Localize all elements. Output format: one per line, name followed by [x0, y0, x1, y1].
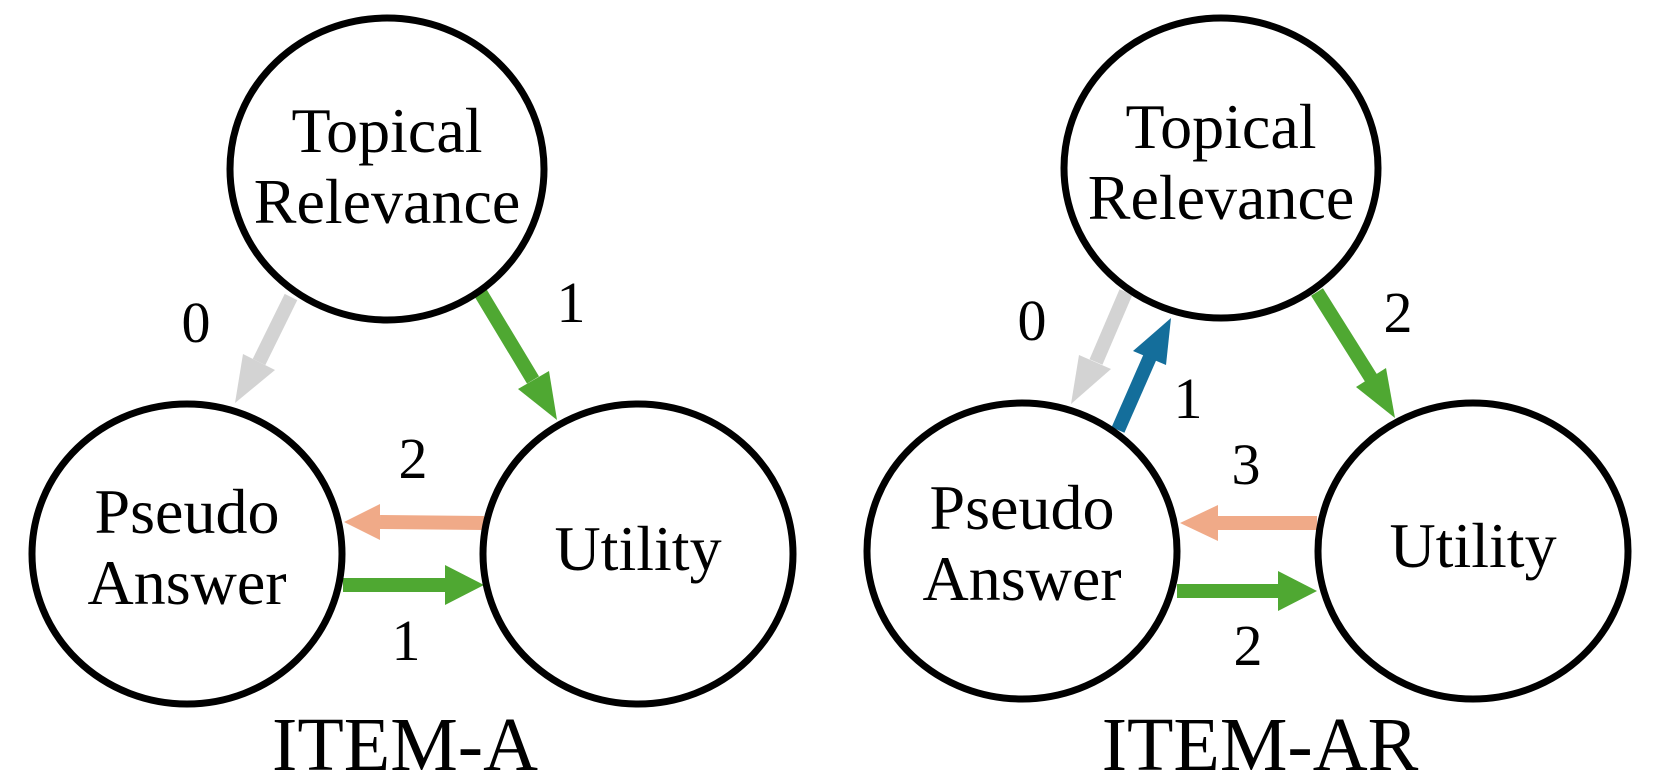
- edge-label-utility-to-pseudo-a: 2: [399, 426, 428, 491]
- panel-title-item-a: ITEM-A: [272, 703, 538, 783]
- edge-pseudo-to-utility-a: [343, 565, 484, 605]
- panel-title-item-ar: ITEM-AR: [1102, 703, 1419, 783]
- edge-label-topical-to-utility-ar: 2: [1384, 280, 1413, 345]
- edge-topical-to-pseudo-ar-shaft: [1089, 289, 1133, 365]
- node-pseudo-answer-ar: Pseudo Answer: [863, 399, 1181, 703]
- edge-topical-to-pseudo-a-arrowhead: [235, 354, 275, 403]
- edge-pseudo-to-topical-ar: [1111, 318, 1171, 433]
- node-topical-relevance-ar-line1: Topical: [1126, 91, 1317, 162]
- edge-utility-to-pseudo-a-arrowhead: [344, 504, 380, 540]
- node-pseudo-answer-ar-line2: Answer: [922, 543, 1121, 614]
- edge-topical-to-utility-a-arrowhead: [518, 371, 557, 420]
- node-utility-ar-label: Utility: [1389, 510, 1556, 581]
- edge-topical-to-pseudo-ar-arrowhead: [1071, 355, 1111, 404]
- edge-topical-to-utility-ar-shaft: [1311, 288, 1377, 382]
- edge-pseudo-to-topical-ar-arrowhead: [1133, 318, 1171, 365]
- edge-label-pseudo-to-topical-ar: 1: [1174, 366, 1203, 431]
- node-pseudo-answer-ar-ring: [863, 399, 1181, 703]
- node-topical-relevance-a: Topical Relevance: [226, 14, 548, 324]
- panel-item-ar: Topical Relevance Pseudo Answer Utility …: [863, 14, 1632, 783]
- edge-topical-to-utility-ar-arrowhead: [1356, 368, 1395, 418]
- edge-utility-to-pseudo-ar: [1180, 505, 1317, 541]
- node-topical-relevance-a-line1: Topical: [292, 95, 483, 166]
- edge-label-topical-to-pseudo-ar: 0: [1018, 288, 1047, 353]
- edge-topical-to-utility-a: [474, 288, 557, 420]
- panel-item-a: Topical Relevance Pseudo Answer Utility …: [28, 14, 797, 783]
- edge-pseudo-to-utility-a-arrowhead: [445, 565, 484, 605]
- edge-label-utility-to-pseudo-ar: 3: [1232, 432, 1261, 497]
- edge-label-pseudo-to-utility-ar: 2: [1234, 613, 1263, 678]
- edge-label-topical-to-pseudo-a: 0: [182, 290, 211, 355]
- edge-pseudo-to-utility-ar-arrowhead: [1278, 571, 1317, 611]
- node-pseudo-answer-a-ring: [28, 400, 346, 708]
- edge-pseudo-to-topical-ar-shaft: [1111, 354, 1157, 433]
- node-topical-relevance-a-ring: [226, 14, 548, 324]
- edge-topical-to-utility-a-shaft: [474, 288, 539, 384]
- node-pseudo-answer-a-line2: Answer: [87, 547, 286, 618]
- node-topical-relevance-ar-line2: Relevance: [1088, 162, 1355, 233]
- edge-topical-to-utility-ar: [1311, 288, 1395, 418]
- edge-utility-to-pseudo-a-shaft: [379, 515, 485, 530]
- node-utility-a-ring: [479, 400, 797, 708]
- node-topical-relevance-a-line2: Relevance: [254, 166, 521, 237]
- edge-label-topical-to-utility-a: 1: [557, 270, 586, 335]
- edge-pseudo-to-utility-ar: [1177, 571, 1317, 611]
- edge-topical-to-pseudo-a-shaft: [252, 293, 298, 366]
- node-utility-a: Utility: [479, 400, 797, 708]
- node-utility-ar: Utility: [1314, 399, 1632, 703]
- edge-utility-to-pseudo-ar-arrowhead: [1180, 505, 1218, 541]
- edge-topical-to-pseudo-ar: [1071, 289, 1133, 404]
- node-pseudo-answer-a-line1: Pseudo: [95, 476, 280, 547]
- node-topical-relevance-ar: Topical Relevance: [1060, 14, 1382, 322]
- node-pseudo-answer-a: Pseudo Answer: [28, 400, 346, 708]
- node-pseudo-answer-ar-line1: Pseudo: [930, 472, 1115, 543]
- edge-label-pseudo-to-utility-a: 1: [392, 608, 421, 673]
- node-utility-ar-ring: [1314, 399, 1632, 703]
- node-topical-relevance-ar-ring: [1060, 14, 1382, 322]
- edge-utility-to-pseudo-a: [344, 504, 485, 540]
- edge-topical-to-pseudo-a: [235, 293, 298, 403]
- node-utility-a-label: Utility: [554, 513, 721, 584]
